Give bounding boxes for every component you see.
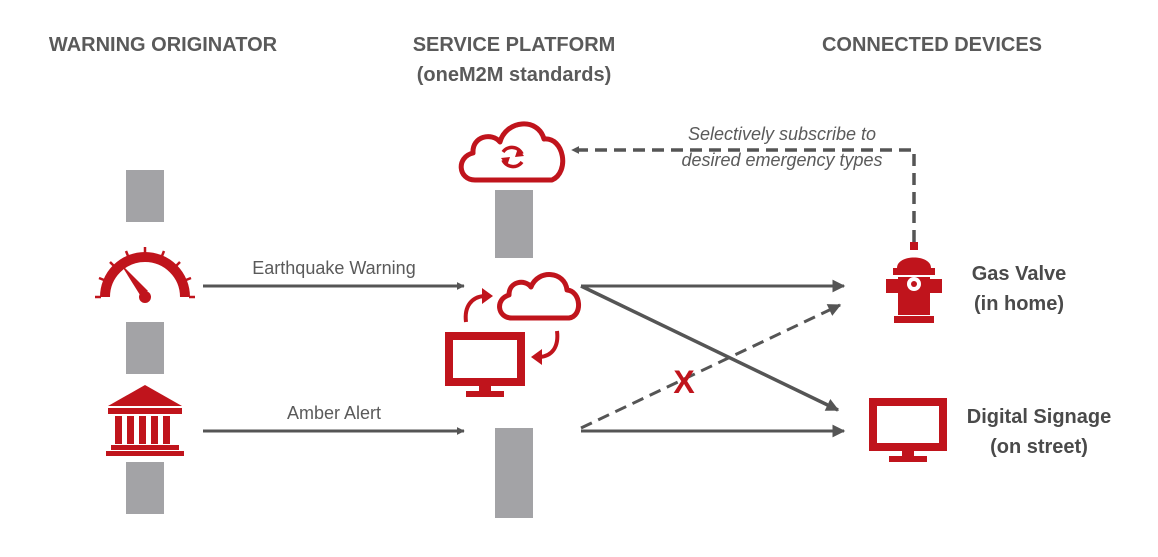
earthquake-warning-label: Earthquake Warning [252,258,415,278]
digital-signage-label: Digital Signage [967,406,1111,428]
platform-pillar-bottom [495,428,533,518]
originator-pillar-3 [126,462,164,514]
header-service-platform-subtitle: (oneM2M standards) [417,64,611,86]
originator-pillar-2 [126,322,164,374]
digital-signage-location-label: (on street) [990,436,1088,458]
subscription-dashed-arrow [571,146,916,242]
blocked-x-marker: X [673,364,695,400]
platform-pillar-top [495,190,533,258]
cloud-sync-icon [458,121,566,183]
subscription-note-line2: desired emergency types [681,150,882,170]
originator-pillar-1 [126,170,164,222]
amber-alert-label: Amber Alert [287,403,381,423]
header-warning-originator: WARNING ORIGINATOR [49,34,278,56]
header-connected-devices: CONNECTED DEVICES [822,34,1042,56]
monitor-icon [869,398,947,462]
amber-to-gas-valve-blocked-arrow [580,303,842,430]
fire-hydrant-icon [886,242,942,323]
gas-valve-location-label: (in home) [974,293,1064,315]
gauge-icon [95,247,195,303]
gas-valve-label: Gas Valve [972,263,1067,285]
government-building-icon [106,385,184,456]
cloud-computer-sync-icon [445,272,581,397]
header-service-platform: SERVICE PLATFORM [413,34,616,56]
earthquake-to-signage-arrow [580,284,840,412]
subscription-note-line1: Selectively subscribe to [688,124,876,144]
